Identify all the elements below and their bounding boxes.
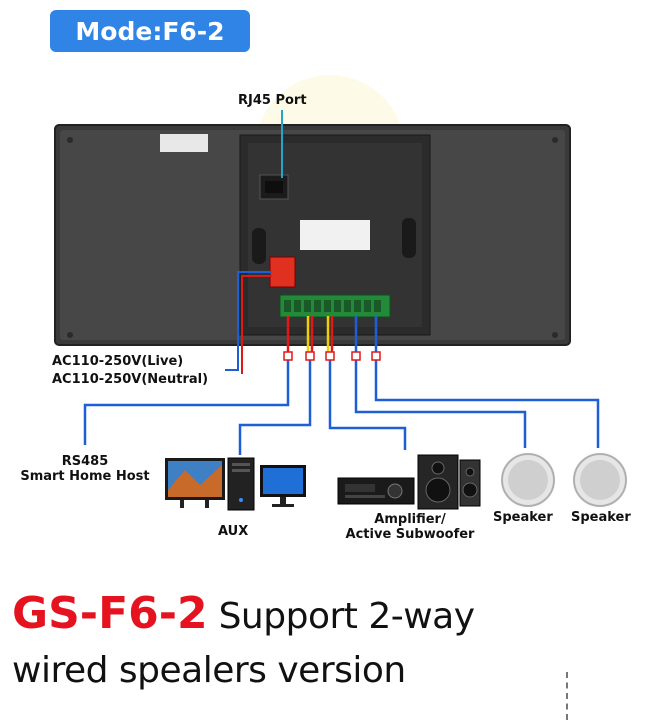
speaker-1-wire	[354, 360, 527, 448]
ac-neutral-wire	[241, 275, 272, 374]
rs485-wire	[83, 360, 290, 445]
panel-back	[54, 124, 571, 346]
ac-live-label: AC110-250V(Live)	[52, 354, 184, 369]
speaker-2-label: Speaker	[571, 510, 631, 525]
pc-tower-icon	[227, 457, 255, 511]
speaker-2-wire	[374, 360, 600, 448]
monitor-icon	[260, 465, 306, 507]
headline-line1: GS-F6-2 Support 2-way	[12, 588, 475, 639]
wiring-diagram	[54, 75, 627, 511]
amplifier-label: Amplifier/ Active Subwoofer	[330, 512, 490, 542]
dashed-divider	[566, 672, 568, 720]
subwoofer-icon	[417, 454, 481, 510]
ceiling-speaker-icon	[501, 453, 627, 507]
ac-neutral-label: AC110-250V(Neutral)	[52, 372, 209, 387]
mode-badge: Mode:F6-2	[50, 10, 250, 52]
headline-tagline: Support 2-way	[207, 596, 475, 637]
amplifier-label-line1: Amplifier/	[374, 512, 446, 527]
speaker-1-label: Speaker	[493, 510, 553, 525]
headline-line2: wired spealers version	[12, 650, 406, 691]
amplifier-icon	[337, 477, 415, 505]
amplifier-label-line2: Active Subwoofer	[345, 527, 475, 542]
amplifier-wire	[328, 360, 407, 450]
rj45-label: RJ45 Port	[238, 93, 307, 108]
model-name: GS-F6-2	[12, 588, 208, 639]
ac-live-wire	[225, 271, 272, 371]
aux-wire	[238, 360, 312, 455]
rs485-label-line2: Smart Home Host	[20, 469, 150, 484]
tv-icon	[165, 458, 225, 508]
rs485-label-line1: RS485	[61, 454, 109, 469]
aux-label: AUX	[218, 524, 249, 539]
rs485-label: RS485 Smart Home Host	[10, 454, 160, 484]
